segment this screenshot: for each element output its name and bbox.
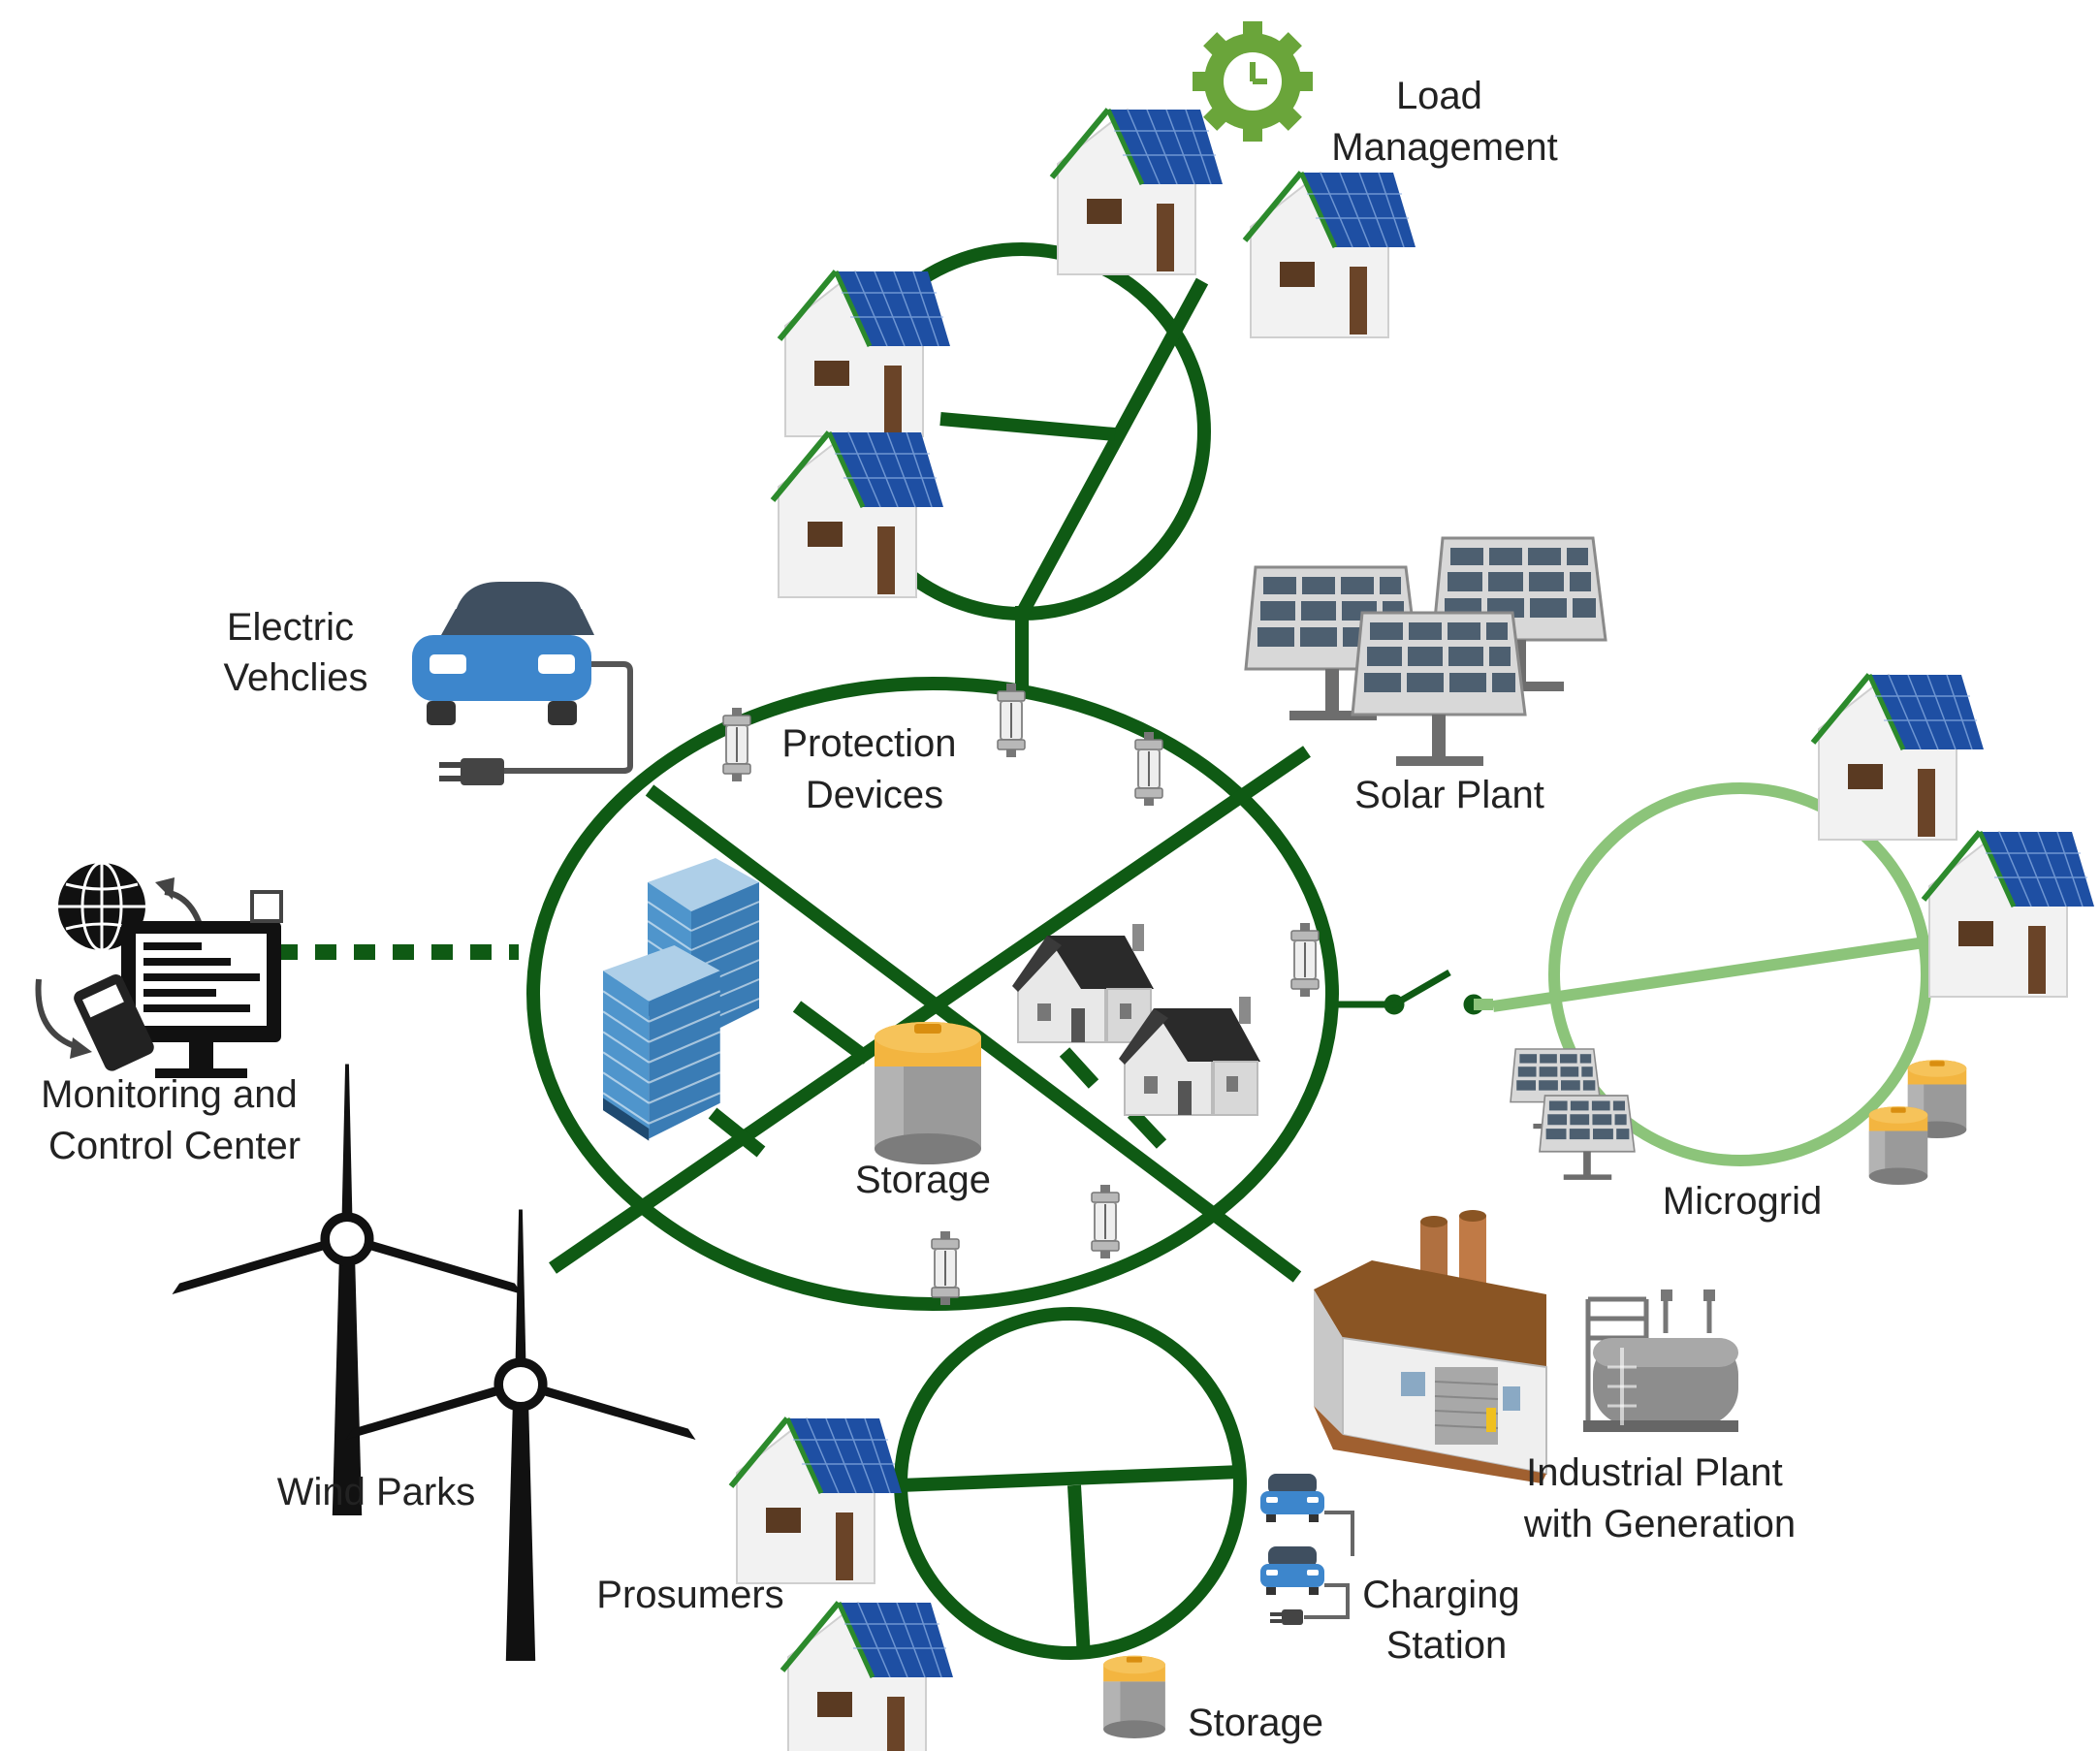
solar-house-icon	[1924, 832, 2094, 997]
solar-house-icon	[780, 271, 950, 436]
fuse-icon	[931, 1230, 960, 1306]
fuse-icon	[1091, 1184, 1120, 1259]
industrial-plant-label-line2: with Generation	[1523, 1503, 1796, 1545]
microgrid-label: Microgrid	[1663, 1180, 1822, 1223]
charging-station-label: Charging Station	[1362, 1574, 1530, 1667]
wind-parks-label: Wind Parks	[277, 1471, 476, 1513]
generator-icon	[1583, 1289, 1738, 1432]
electric-car-icon	[1260, 1546, 1324, 1595]
monitoring-computer-icon	[35, 861, 283, 1078]
solar-panel-icon	[1539, 1095, 1636, 1181]
solar-plant-label: Solar Plant	[1354, 774, 1544, 816]
solar-house-icon	[731, 1418, 902, 1583]
gear-clock-icon	[1193, 21, 1313, 142]
electric-vehicles-label-line2: Vehclies	[224, 656, 368, 699]
microgrid-switch	[1332, 969, 1493, 1015]
electric-vehicles-label: Electric Vehclies	[224, 606, 368, 699]
solar-house-icon	[1813, 675, 1984, 840]
protection-devices-label-line1: Protection	[781, 722, 956, 765]
electric-vehicles-label-line1: Electric	[227, 606, 354, 649]
fuse-icon	[1290, 922, 1320, 998]
factory-icon	[1314, 1210, 1547, 1483]
office-building-icon	[601, 943, 721, 1142]
protection-devices-label-line2: Devices	[806, 774, 943, 816]
load-management-label-line2: Management	[1331, 126, 1557, 169]
distribution-grid-ellipse	[526, 677, 1339, 1311]
storage-center-label: Storage	[855, 1159, 991, 1201]
fuse-icon	[1134, 731, 1163, 807]
load-management-label: Load Management	[1331, 75, 1557, 169]
industrial-plant-label: Industrial Plant with Generation	[1523, 1451, 1796, 1545]
industrial-plant-label-line1: Industrial Plant	[1526, 1451, 1783, 1494]
solar-house-icon	[782, 1603, 953, 1751]
solar-house-icon	[1245, 173, 1416, 337]
charging-station-icon	[1260, 1474, 1354, 1625]
protection-devices-label: Protection Devices	[781, 722, 967, 816]
monitoring-label-line1: Monitoring and	[41, 1073, 298, 1116]
monitoring-label-line2: Control Center	[48, 1125, 301, 1167]
electric-car-icon	[1260, 1474, 1324, 1522]
battery-icon	[1868, 1106, 1928, 1186]
charging-station-label-line2: Station	[1386, 1624, 1508, 1667]
monitoring-label: Monitoring and Control Center	[41, 1073, 308, 1167]
battery-icon	[875, 1022, 981, 1164]
microgrid-circle	[1492, 782, 1932, 1166]
charging-station-label-line1: Charging	[1362, 1574, 1519, 1616]
solar-panel-icon	[1351, 611, 1527, 768]
fuse-icon	[997, 683, 1026, 758]
solar-house-icon	[773, 432, 943, 597]
load-management-label-line1: Load	[1396, 75, 1482, 117]
battery-icon	[1103, 1655, 1165, 1738]
prosumers-label: Prosumers	[596, 1574, 783, 1616]
solar-house-icon	[1052, 110, 1223, 274]
storage-bottom-label: Storage	[1188, 1702, 1323, 1744]
electric-car-icon	[412, 582, 633, 785]
fuse-icon	[722, 707, 751, 782]
